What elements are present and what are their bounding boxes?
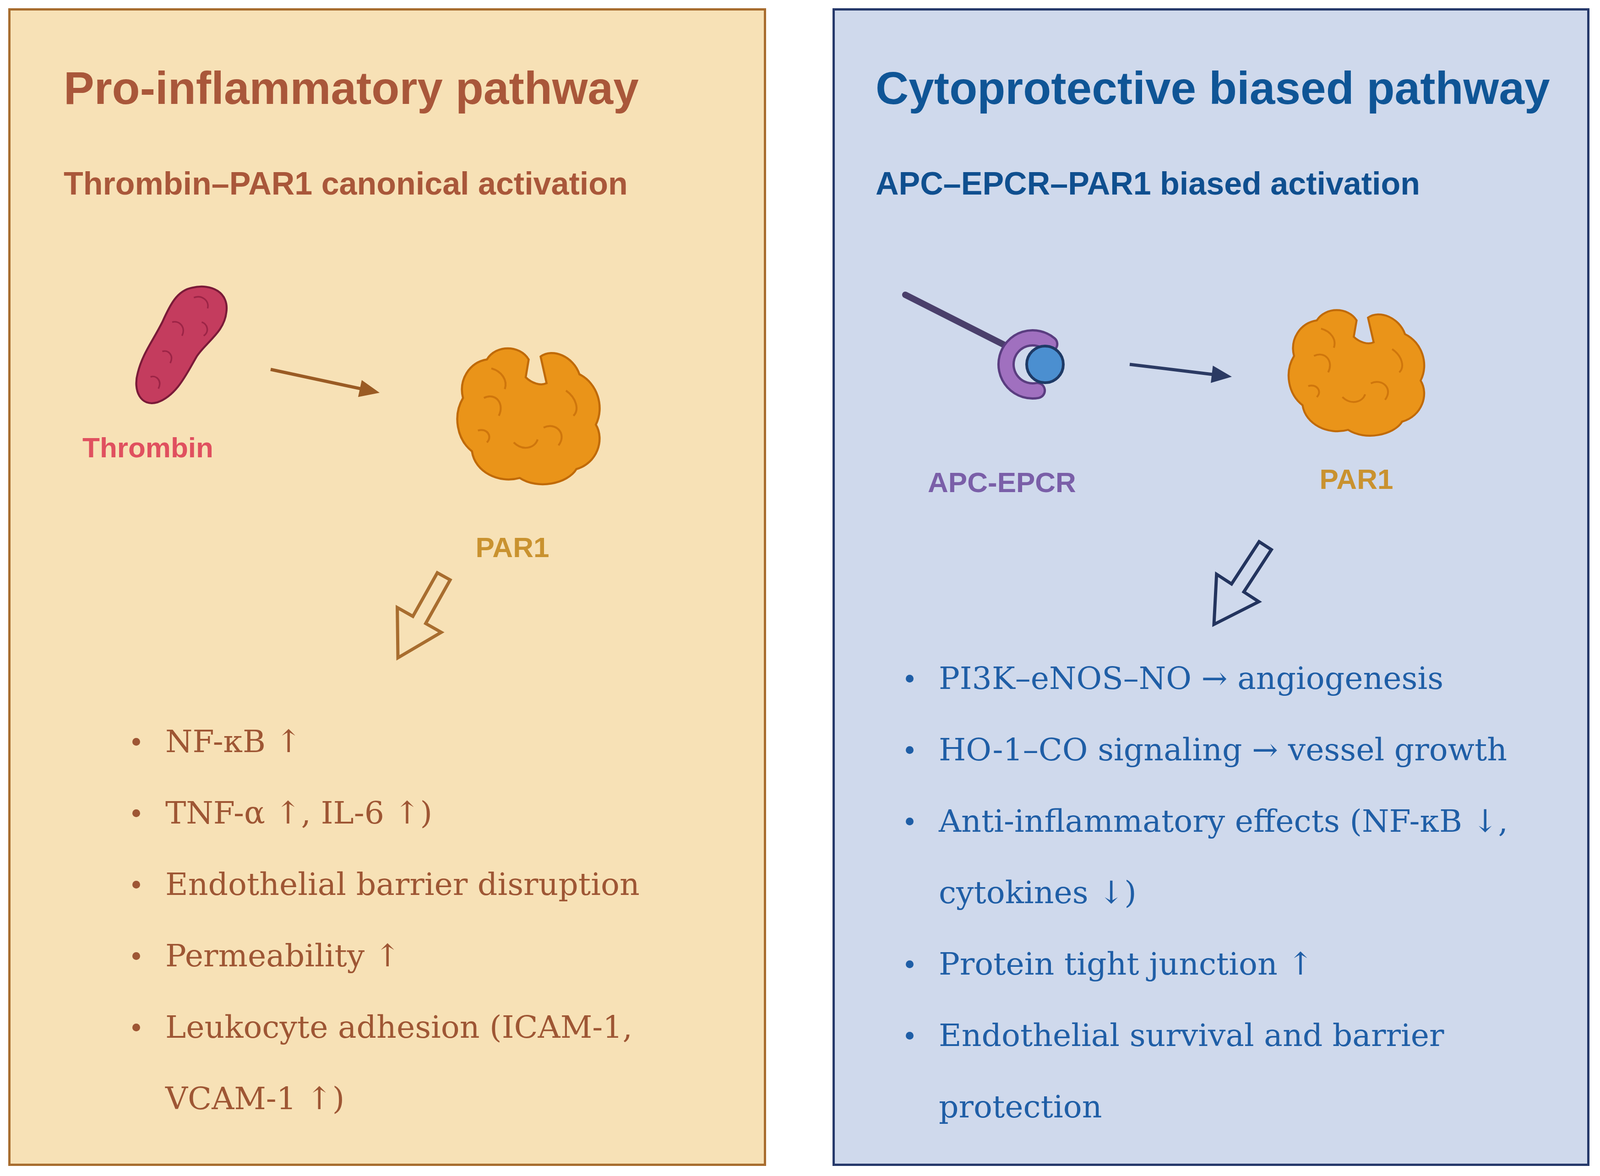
bullet-dot (905, 817, 914, 826)
bullet-dot (132, 1023, 141, 1032)
bullet-text: Anti-inflammatory effects (NF-κB ↓, cyto… (938, 803, 1508, 911)
molecule-node: APC-EPCR (899, 288, 1130, 504)
bullet-text: Endothelial barrier disruption (165, 866, 640, 903)
bullet-list: PI3K–eNOS–NO → angiogenesisHO-1–CO signa… (938, 642, 1576, 1143)
arrow-head (1210, 365, 1232, 384)
panel-subtitle: Thrombin–PAR1 canonical activation (63, 165, 628, 203)
bullet-item: Permeability ↑ (165, 920, 679, 992)
hollow-arrow (1213, 541, 1272, 625)
bullet-text: TNF-α ↑, IL-6 ↑) (165, 794, 433, 832)
par1-icon (451, 338, 607, 490)
bullet-item: Leukocyte adhesion (ICAM-1, VCAM-1 ↑) (165, 991, 679, 1135)
molecule-node: PAR1 (1231, 301, 1431, 503)
bullet-item: PI3K–eNOS–NO → angiogenesis (938, 642, 1576, 715)
thrombin-icon (132, 282, 232, 411)
bullet-item: Anti-inflammatory effects (NF-κB ↓, cyto… (938, 785, 1576, 929)
bullet-dot (905, 674, 914, 683)
bullet-dot (132, 952, 141, 961)
thrombin-shape (132, 282, 232, 411)
bullet-dot (132, 738, 141, 746)
panel-heading: Pro-inflammatory pathway (63, 61, 639, 115)
apc-icon (899, 288, 1083, 408)
molecule-label: Thrombin (82, 431, 214, 464)
bullet-text: HO-1–CO signaling → vessel growth (938, 731, 1508, 768)
bullet-text: Protein tight junction ↑ (938, 946, 1314, 983)
bullet-item: Protein tight junction ↑ (938, 928, 1576, 1001)
bullet-item: Endothelial survival and barrier protect… (938, 1000, 1576, 1143)
par1-icon (1282, 301, 1431, 441)
bullet-text: NF-κB ↑ (165, 723, 302, 760)
hollow-arrow (397, 572, 451, 659)
bullet-dot (132, 809, 141, 818)
molecule-node: PAR1 (379, 338, 607, 569)
bullet-item: TNF-α ↑, IL-6 ↑) (165, 777, 679, 849)
pathway-panel: Cytoprotective biased pathwayAPC–EPCR–PA… (832, 8, 1590, 1167)
bullet-dot (905, 746, 914, 755)
bullet-item: HO-1–CO signaling → vessel growth (938, 714, 1576, 786)
bullet-text: Endothelial survival and barrier protect… (938, 1017, 1444, 1126)
molecule-label: PAR1 (1319, 462, 1394, 496)
bullet-dot (905, 1032, 914, 1040)
bullet-text: Leukocyte adhesion (ICAM-1, VCAM-1 ↑) (165, 1009, 633, 1117)
pathway-panel: Pro-inflammatory pathwayThrombin–PAR1 ca… (8, 8, 767, 1167)
molecule-label: APC-EPCR (927, 466, 1077, 499)
bullet-dot (132, 881, 141, 889)
par1-shape (1282, 301, 1431, 441)
panel-subtitle: APC–EPCR–PAR1 biased activation (875, 165, 1421, 203)
connector-line (1129, 364, 1214, 375)
bullet-list: NF-κB ↑ TNF-α ↑, IL-6 ↑) Endothelial barri… (165, 706, 679, 1135)
arrow-head (358, 380, 380, 398)
panel-heading: Cytoprotective biased pathway (875, 61, 1551, 115)
bullet-text: Permeability ↑ (165, 937, 401, 975)
apc-shape (899, 288, 1083, 408)
connector-arrow (1129, 364, 1232, 384)
bullet-item: Endothelial barrier disruption (165, 848, 679, 921)
bullet-item: NF-κB ↑ (165, 706, 679, 778)
molecule-node: Thrombin (75, 282, 271, 469)
connector-arrow (270, 369, 380, 398)
par1-shape (451, 338, 607, 490)
molecule-label: PAR1 (475, 531, 550, 564)
bullet-dot (905, 960, 914, 969)
connector-line (270, 369, 362, 390)
bullet-text: PI3K–eNOS–NO → angiogenesis (938, 660, 1444, 697)
